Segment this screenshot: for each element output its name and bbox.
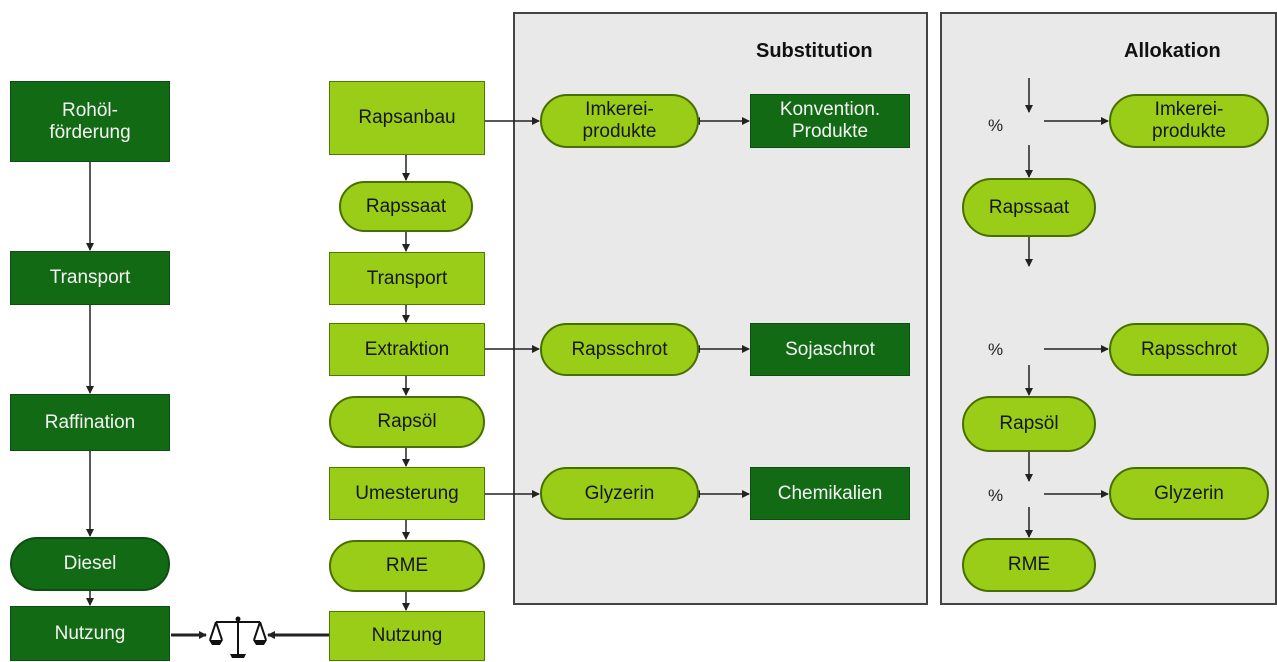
node-fossil-nutzung: Nutzung: [10, 606, 170, 661]
node-rme: RME: [329, 540, 485, 592]
percent-label-2: %: [988, 340, 1004, 359]
node-sojaschrot: Sojaschrot: [750, 323, 910, 376]
node-extraktion: Extraktion: [329, 323, 485, 376]
node-rape-transport: Transport: [329, 252, 485, 305]
node-sub-glyzerin: Glyzerin: [540, 467, 699, 520]
node-fossil-transport: Transport: [10, 251, 170, 305]
node-umesterung: Umesterung: [329, 467, 485, 520]
node-rapssaat: Rapssaat: [339, 181, 473, 232]
node-chemikalien: Chemikalien: [750, 467, 910, 520]
node-alloc-glyzerin: Glyzerin: [1109, 467, 1269, 520]
node-alloc-rapsschrot: Rapsschrot: [1109, 323, 1269, 376]
node-alloc-rme: RME: [962, 538, 1096, 592]
node-rape-nutzung: Nutzung: [329, 611, 485, 661]
node-rapsoel: Rapsöl: [329, 396, 485, 448]
node-alloc-rapsoel: Rapsöl: [962, 396, 1096, 452]
node-diesel: Diesel: [10, 537, 170, 591]
percent-label-1: %: [988, 116, 1004, 135]
percent-label-3: %: [988, 486, 1004, 505]
node-rohoelfoerderung: Rohöl- förderung: [10, 81, 170, 162]
substitution-title: Substitution: [756, 40, 873, 62]
node-konvention-produkte: Konvention. Produkte: [750, 94, 910, 148]
node-alloc-rapssaat: Rapssaat: [962, 178, 1096, 237]
node-raffination: Raffination: [10, 394, 170, 451]
balance-scale-icon: [209, 616, 267, 658]
node-sub-imkereiprodukte: Imkerei- produkte: [540, 94, 699, 148]
node-alloc-imkereiprodukte: Imkerei- produkte: [1109, 94, 1269, 148]
node-sub-rapsschrot: Rapsschrot: [540, 323, 699, 376]
allocation-title: Allokation: [1124, 40, 1221, 62]
node-rapsanbau: Rapsanbau: [329, 81, 485, 155]
